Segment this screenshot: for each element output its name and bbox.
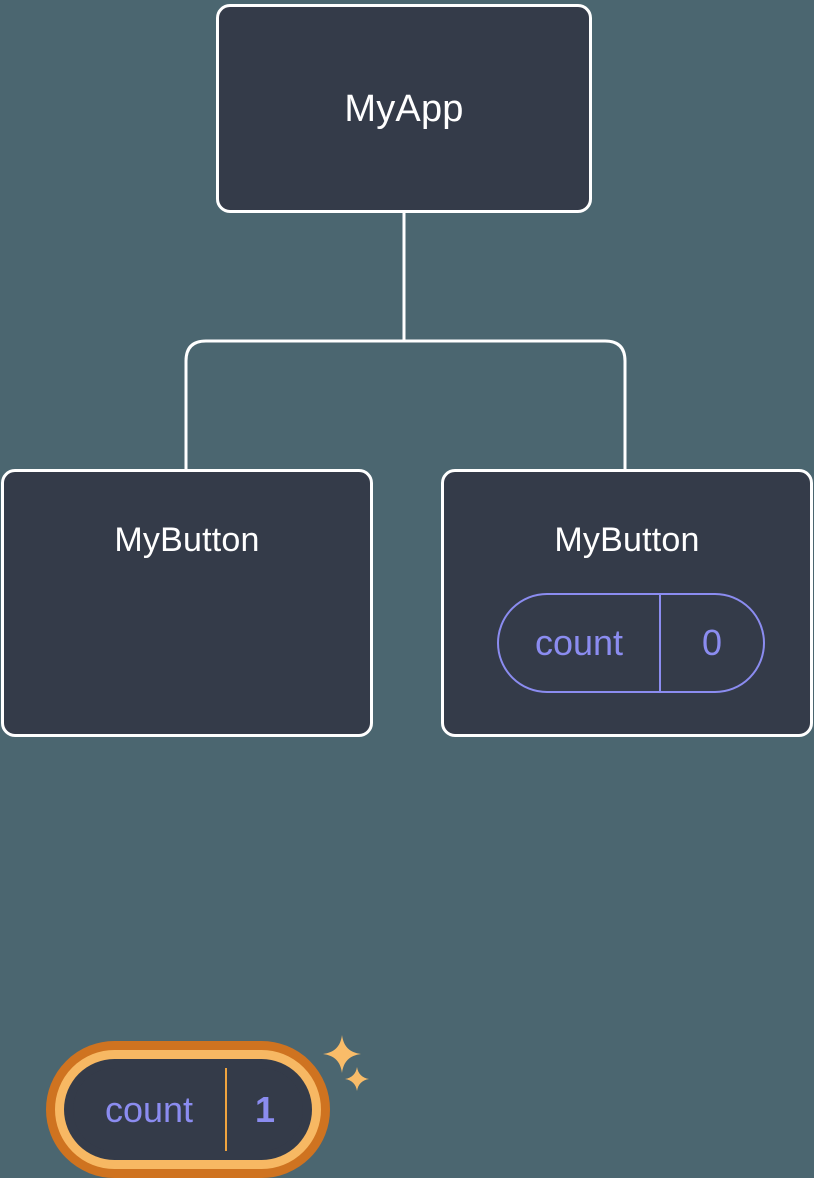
state-key-label: count [104, 1088, 194, 1130]
state-pill-divider [659, 595, 661, 691]
connector-branch-bar [184, 339, 627, 470]
state-value-label: 0 [701, 622, 723, 663]
child-left-node-title: MyButton [114, 521, 260, 559]
state-value-label: 1 [254, 1088, 276, 1130]
child-right-node-title: MyButton [554, 521, 700, 559]
state-pill-highlight-ring: count 1 [46, 1041, 330, 1178]
state-pill-wrap: count 0 [497, 593, 765, 693]
sparkle-icon [344, 1066, 370, 1092]
root-node-title: MyApp [344, 87, 464, 130]
state-pill-default[interactable]: count 0 [497, 593, 765, 693]
state-key-label: count [534, 622, 624, 663]
tree-node-child-left[interactable]: MyButton count 1 [1, 469, 373, 1178]
component-tree-diagram: MyApp MyButton count 1 MyButton [1, 4, 813, 1178]
state-pill-updated[interactable]: count 1 [64, 1059, 312, 1160]
state-pill-inner: count 1 [73, 1068, 303, 1151]
tree-node-root[interactable]: MyApp [216, 4, 592, 213]
tree-node-child-right[interactable]: MyButton count 0 [441, 469, 813, 737]
